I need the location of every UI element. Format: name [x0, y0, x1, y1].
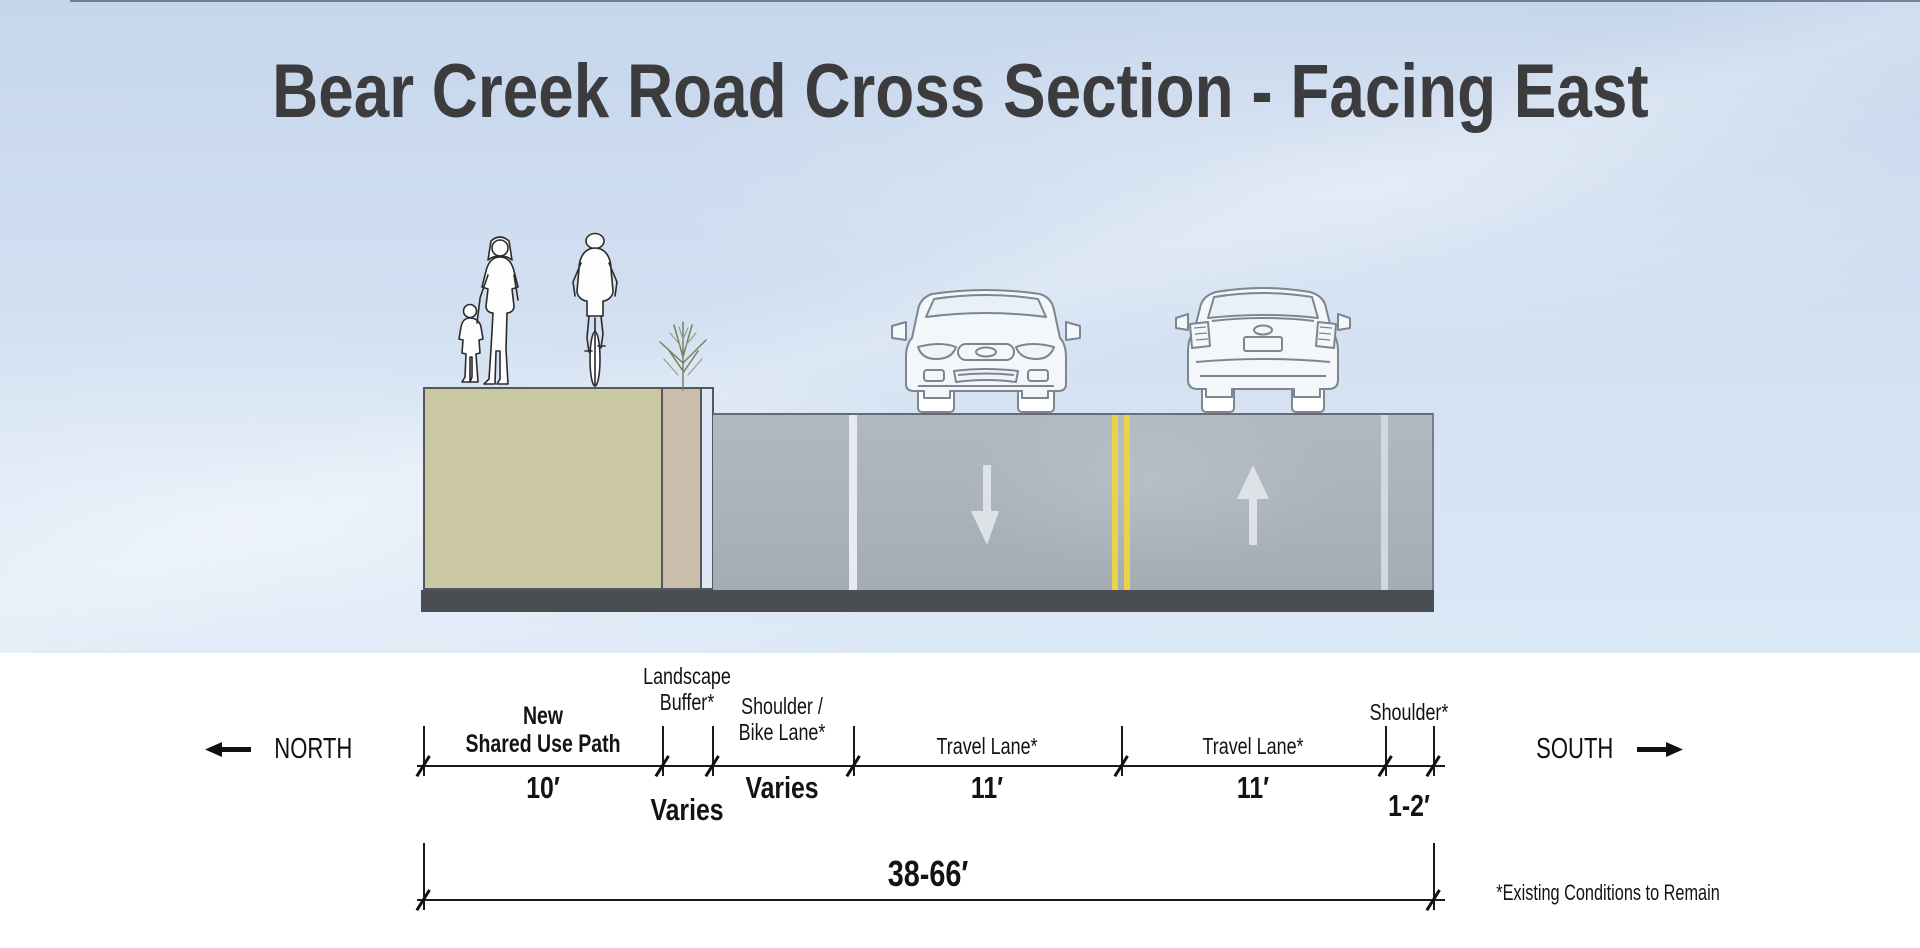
compass-south: SOUTH — [1524, 733, 1683, 766]
width-shoulder-bike-lane: Varies — [736, 770, 827, 806]
label-landscape-buffer: Landscape Buffer* — [631, 663, 744, 716]
width-landscape-buffer: Varies — [641, 792, 732, 828]
width-value: Varies — [650, 792, 724, 827]
pedestrians-icon — [458, 236, 519, 385]
overall-dimension-line — [417, 899, 1445, 901]
label-line: Buffer* — [659, 688, 715, 715]
south-arrow-icon — [1636, 742, 1683, 757]
dim-extension-line — [1385, 726, 1387, 776]
width-value: 10′ — [526, 770, 560, 805]
label-line: New — [522, 702, 564, 730]
page-title-text: Bear Creek Road Cross Section - Facing E… — [271, 49, 1649, 134]
width-shoulder-south: 1-2′ — [1383, 788, 1435, 824]
overall-width-value: 38-66′ — [878, 853, 979, 895]
width-travel-lane-north: 11′ — [967, 770, 1007, 806]
dim-extension-line — [662, 726, 664, 776]
image-top-border — [70, 0, 1920, 2]
dim-extension-line — [712, 726, 714, 776]
label-line: Shared Use Path — [465, 730, 621, 758]
curb-block — [700, 387, 714, 590]
label-travel-lane-north: Travel Lane* — [922, 733, 1052, 760]
lane-arrow-down-icon — [971, 465, 999, 545]
width-travel-lane-south: 11′ — [1233, 770, 1273, 806]
south-label: SOUTH — [1536, 733, 1614, 765]
width-value: 38-66′ — [887, 853, 969, 894]
dim-extension-line — [853, 726, 855, 776]
shoulder-white-line — [1381, 415, 1388, 590]
roadway-block — [713, 413, 1434, 590]
road-light-reflection — [940, 413, 1360, 590]
width-value: Varies — [745, 770, 819, 805]
overall-dim-extension-line — [1433, 843, 1435, 910]
width-shared-use-path: 10′ — [522, 770, 564, 806]
overall-dim-extension-line — [423, 843, 425, 910]
dim-extension-line — [423, 726, 425, 776]
width-value: 11′ — [1236, 770, 1270, 805]
dim-extension-line — [1433, 726, 1435, 776]
lane-arrow-up-icon — [1237, 465, 1269, 545]
center-yellow-line-left — [1112, 415, 1118, 590]
center-yellow-line-right — [1124, 415, 1130, 590]
width-value: 11′ — [970, 770, 1004, 805]
existing-conditions-footnote: *Existing Conditions to Remain — [1457, 880, 1759, 906]
label-line: Travel Lane* — [936, 733, 1038, 759]
cyclist-icon — [572, 232, 618, 387]
label-line: Shoulder / — [741, 693, 823, 719]
car-front-icon — [891, 289, 1081, 413]
page-title: Bear Creek Road Cross Section - Facing E… — [0, 54, 1920, 130]
section-base-strip — [421, 590, 1434, 612]
label-line: Landscape — [643, 663, 731, 689]
label-shoulder-south: Shoulder* — [1358, 699, 1459, 726]
footnote-text: *Existing Conditions to Remain — [1496, 880, 1720, 905]
width-value: 1-2′ — [1388, 788, 1430, 823]
compass-north: NORTH — [205, 733, 365, 766]
label-line: Bike Lane* — [738, 718, 826, 745]
segment-dimension-line — [417, 765, 1445, 767]
shared-use-path-block — [423, 387, 663, 590]
label-shoulder-bike-lane: Shoulder / Bike Lane* — [726, 693, 837, 746]
landscape-buffer-block — [661, 387, 702, 590]
north-arrow-icon — [205, 742, 251, 757]
car-rear-icon — [1175, 287, 1351, 413]
north-label: NORTH — [274, 733, 353, 765]
label-line: Travel Lane* — [1202, 733, 1304, 759]
label-travel-lane-south: Travel Lane* — [1188, 733, 1318, 760]
shrub-icon — [659, 321, 707, 391]
dim-extension-line — [1121, 726, 1123, 776]
label-shared-use-path: New Shared Use Path — [444, 702, 643, 758]
bike-lane-white-line — [849, 415, 857, 590]
label-line: Shoulder* — [1369, 699, 1449, 725]
